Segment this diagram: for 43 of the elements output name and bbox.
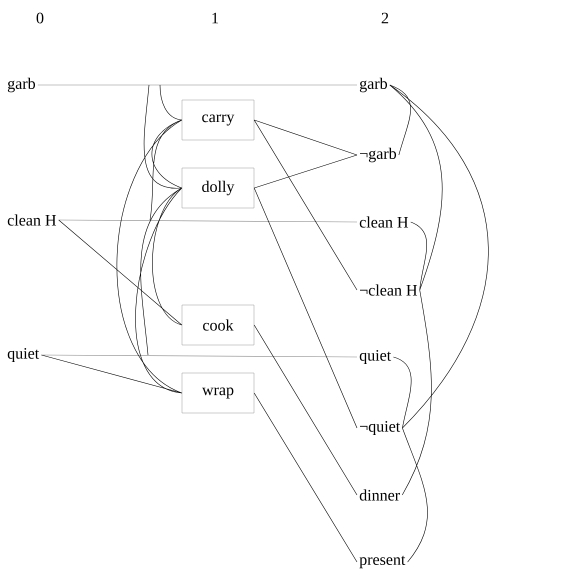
action-box: cook [182, 304, 254, 346]
mutex-arc [144, 84, 182, 188]
proposition-label: ¬clean H [360, 284, 418, 296]
connector-line [254, 120, 358, 156]
action-box: dolly [182, 168, 254, 208]
mutex-arc [390, 84, 411, 156]
connector-line [254, 120, 358, 290]
mutex-arc [390, 84, 489, 428]
proposition-label: quiet [8, 348, 40, 362]
mutex-arc [402, 428, 428, 562]
proposition-label: ¬garb [360, 148, 396, 162]
proposition-label: garb [8, 78, 36, 92]
mutex-arc [116, 120, 182, 394]
connector-line [38, 84, 358, 86]
level-number: 1 [212, 12, 218, 24]
connector-line [254, 324, 358, 496]
action-box: wrap [182, 372, 254, 414]
proposition-label: dinner [360, 489, 400, 501]
mutex-arc [152, 120, 182, 188]
mutex-arc [140, 188, 182, 356]
connector-line [58, 220, 358, 222]
mutex-arc [136, 188, 182, 394]
mutex-arc [393, 356, 412, 428]
level-number: 0 [36, 12, 44, 24]
mutex-arc [410, 222, 427, 290]
action-box: carry [182, 100, 254, 140]
connector-line [254, 188, 358, 428]
proposition-label: present [359, 556, 406, 568]
proposition-label: clean H [8, 214, 56, 226]
mutex-arc [150, 120, 182, 220]
mutex-arc [390, 84, 442, 290]
proposition-label: garb [360, 78, 388, 92]
connector-line [254, 392, 358, 562]
connector-line [254, 154, 358, 188]
mutex-arc [160, 84, 182, 120]
mutex-arc [402, 290, 432, 496]
mutex-arc [152, 188, 182, 326]
proposition-label: clean H [360, 216, 408, 228]
connector-line [41, 354, 358, 358]
level-number: 2 [382, 12, 388, 24]
proposition-label: ¬quiet [360, 421, 400, 435]
connector-line [58, 220, 182, 326]
proposition-label: quiet [360, 350, 392, 364]
